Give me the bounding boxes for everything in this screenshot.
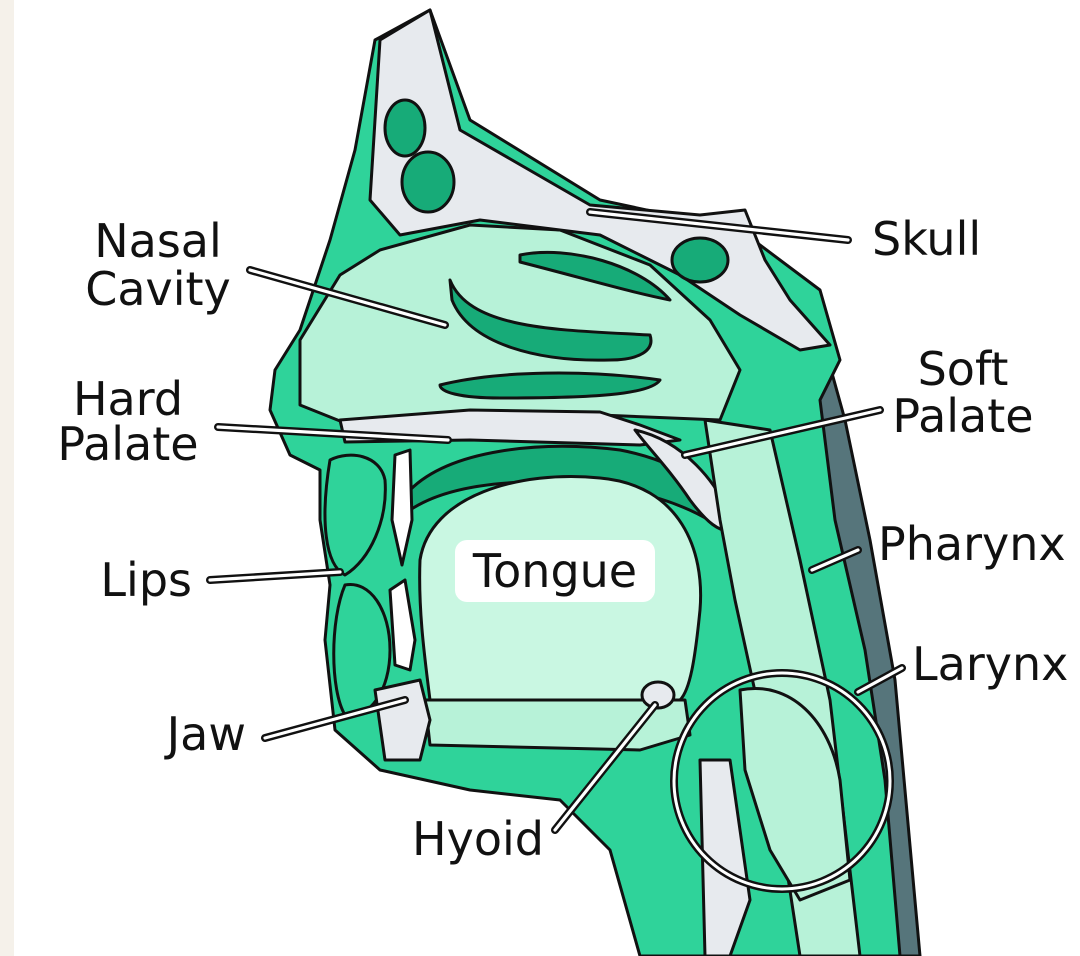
sinus-1 xyxy=(385,100,425,156)
label-skull: Skull xyxy=(872,212,981,266)
label-hard-palate-line2: Palate xyxy=(57,417,198,471)
label-nasal-line2: Cavity xyxy=(85,262,231,316)
tongue-label: Tongue xyxy=(472,544,637,598)
label-soft-palate-line2: Palate xyxy=(892,389,1033,443)
label-jaw: Jaw xyxy=(164,707,246,761)
label-larynx: Larynx xyxy=(912,637,1068,691)
jaw-bone xyxy=(375,680,430,760)
label-hyoid: Hyoid xyxy=(412,812,544,866)
label-lips: Lips xyxy=(100,553,192,607)
sinus-3 xyxy=(672,238,728,282)
sinus-2 xyxy=(402,152,454,212)
label-pharynx: Pharynx xyxy=(878,517,1066,571)
label-soft-palate-line1: Soft xyxy=(918,342,1009,396)
label-nasal-line1: Nasal xyxy=(94,214,222,268)
